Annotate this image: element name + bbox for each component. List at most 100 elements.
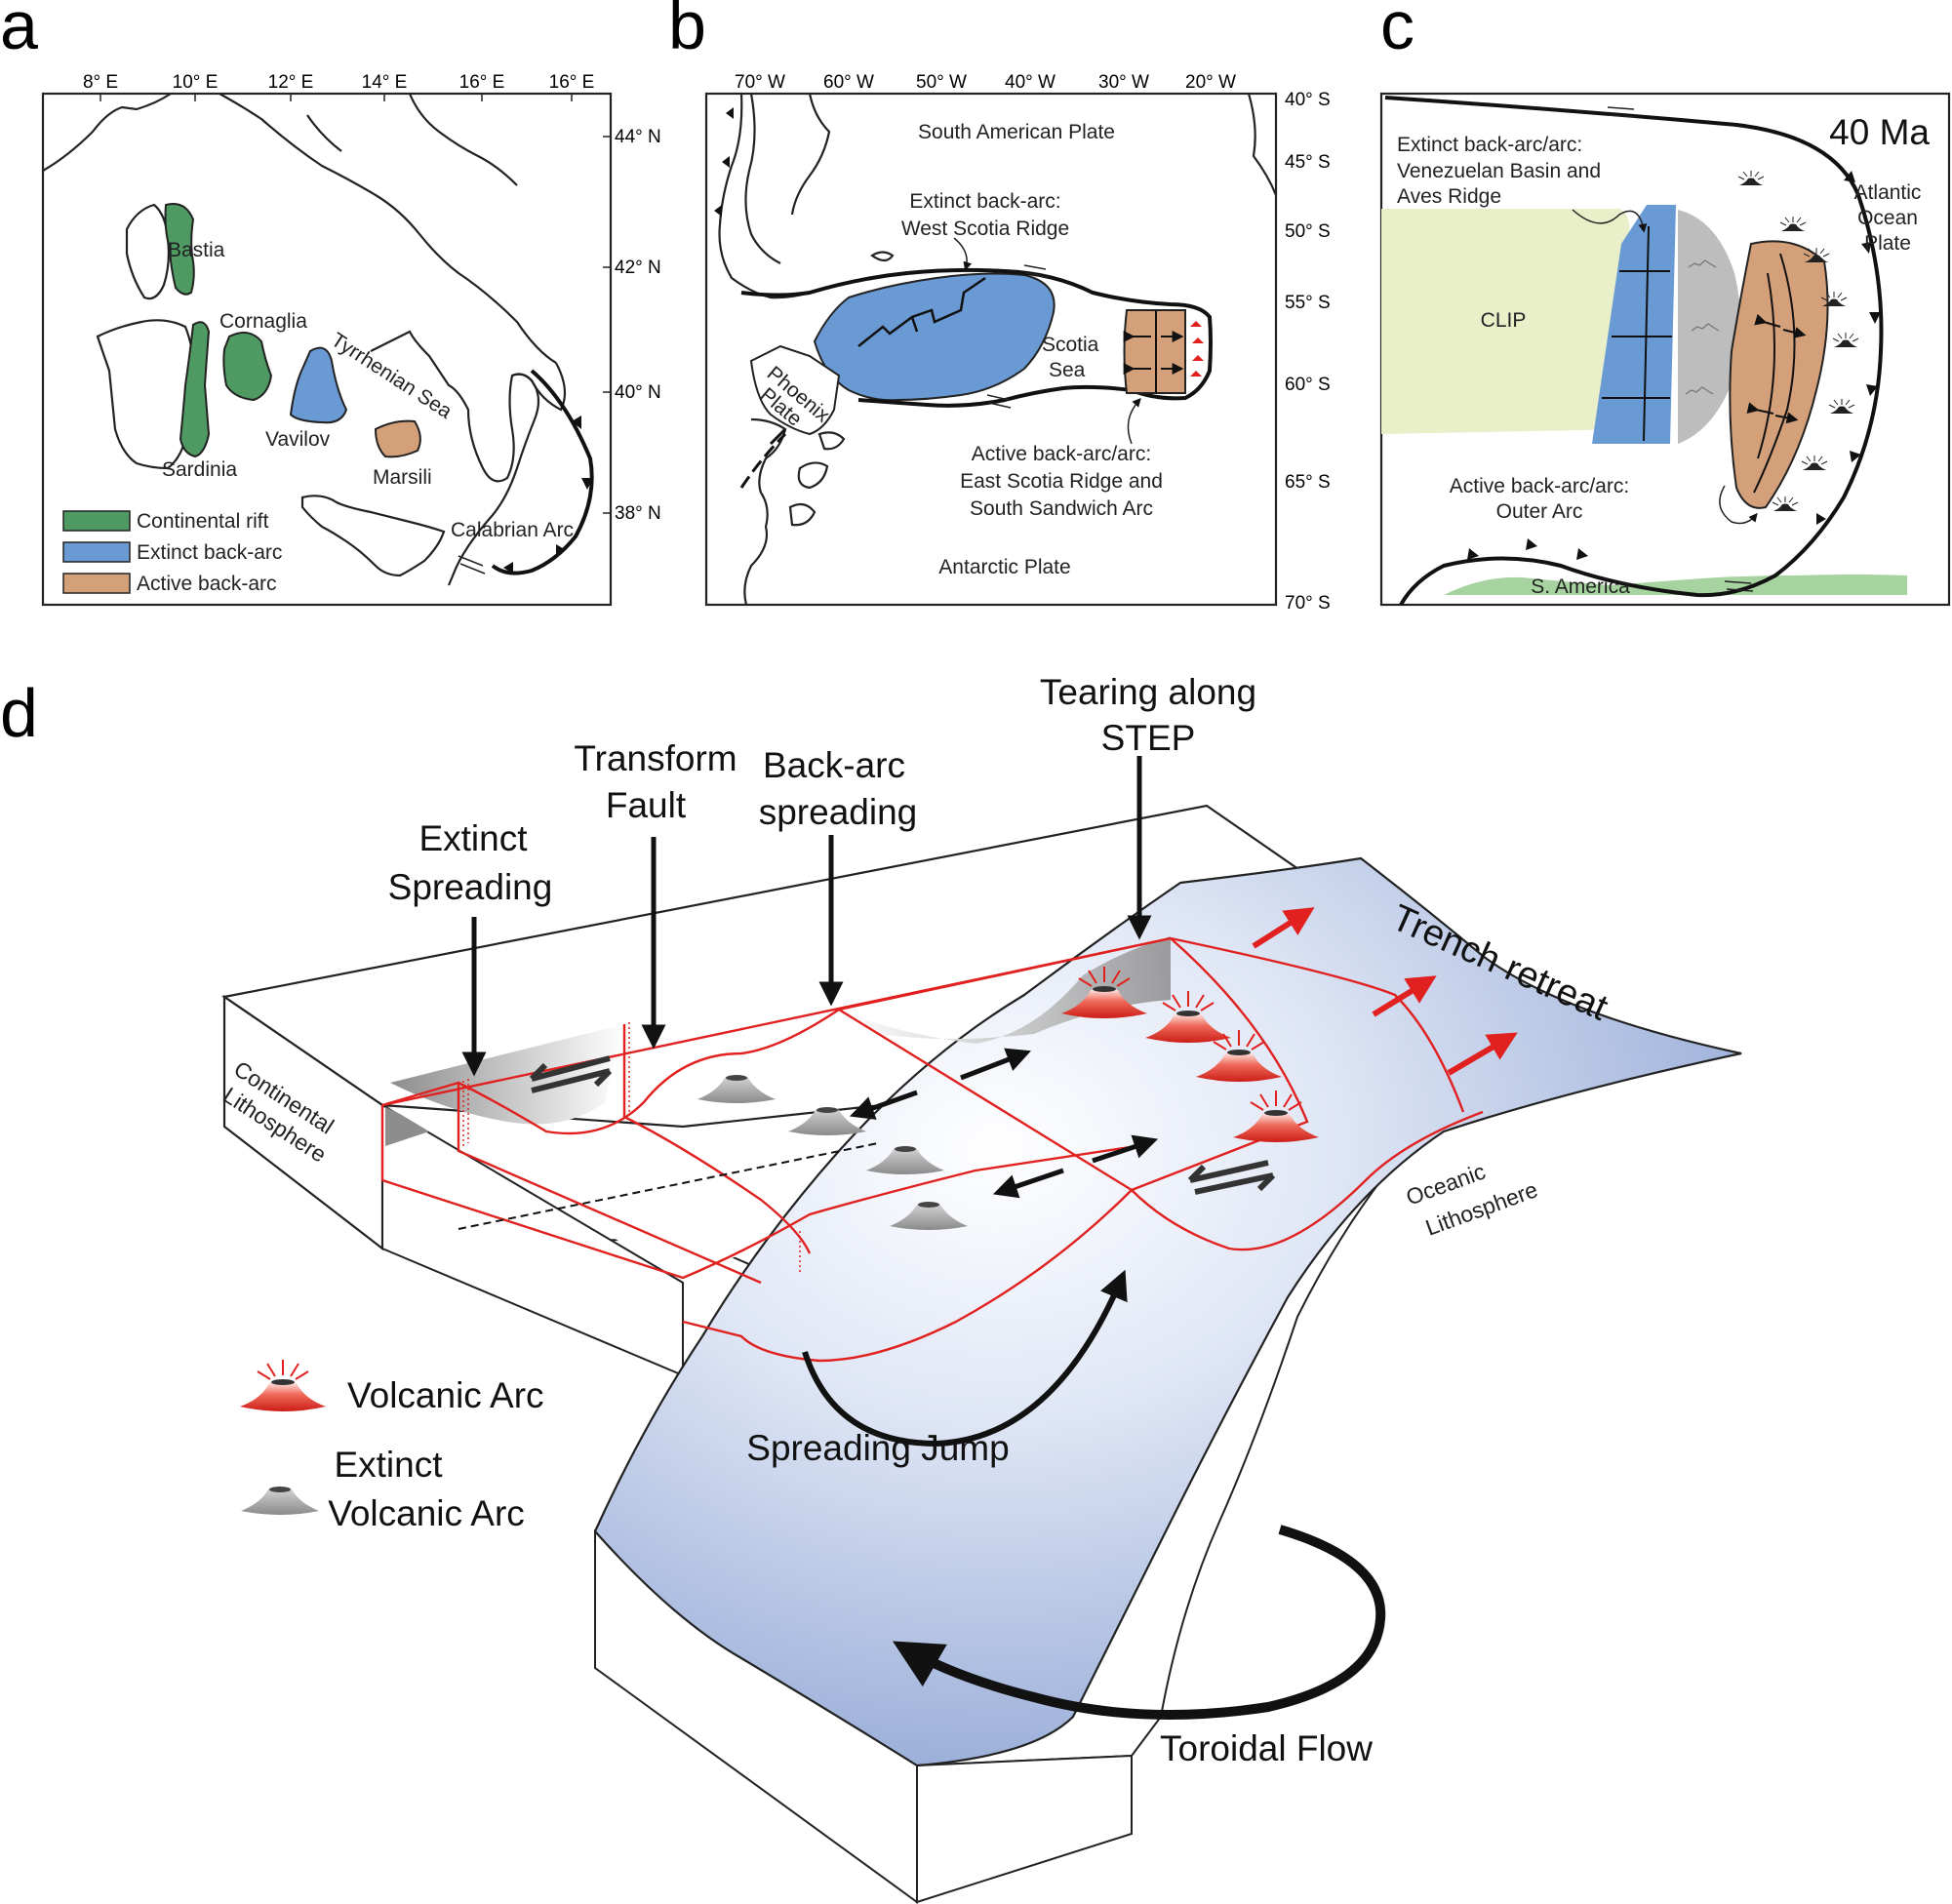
south-america-landmass	[1444, 575, 1907, 595]
legend-swatch-extinct	[62, 541, 131, 563]
panel-a: 8° E 10° E 12° E 14° E 16° E 16° E 44° N…	[41, 72, 661, 607]
label-venezuelan-basin: Venezuelan Basin and	[1397, 160, 1601, 182]
label-calabrian-arc: Calabrian Arc	[451, 519, 574, 541]
label-extinct-backarc: Extinct back-arc:	[909, 190, 1060, 213]
andean-trench	[714, 107, 734, 217]
label-ocean: Ocean	[1857, 207, 1918, 229]
vavilov-backarc	[289, 346, 348, 424]
step-red-lines	[380, 936, 1484, 1363]
step-fault-fade	[390, 1024, 624, 1125]
legend-label: Continental rift	[137, 510, 269, 533]
legend-label: Active back-arc	[137, 573, 277, 595]
label-antarctic-plate: Antarctic Plate	[938, 556, 1070, 578]
sardinia-rift	[179, 321, 211, 458]
label-toroidal-flow: Toroidal Flow	[1160, 1728, 1373, 1768]
panel-c: 40 Ma Extinct back-arc/arc: Venezuelan B…	[1379, 92, 1951, 607]
label-tearing-along: Tearing along	[1040, 672, 1256, 712]
label-aves-ridge: Aves Ridge	[1397, 185, 1501, 208]
lon-tick: 60° W	[823, 72, 874, 93]
hidden-edge	[458, 1142, 879, 1230]
panel-letter-d: d	[0, 675, 38, 751]
legend-extinct-volcanic-arc: Volcanic Arc	[328, 1493, 525, 1533]
trench-retreat-arrows	[1252, 907, 1518, 1076]
trench-teeth	[503, 416, 593, 574]
lat-tick: 38° N	[615, 503, 661, 524]
legend-label: Extinct back-arc	[137, 541, 282, 564]
lat-tick: 65° S	[1285, 472, 1331, 493]
ridge-segments	[857, 276, 986, 347]
lon-tick: 14° E	[362, 72, 408, 93]
panel-letter-c: c	[1380, 0, 1414, 63]
lat-tick: 40° N	[615, 382, 661, 403]
lon-tick: 70° W	[735, 72, 785, 93]
lat-tick: 55° S	[1285, 293, 1331, 313]
panel-letter-b: b	[668, 0, 706, 63]
label-east-scotia: East Scotia Ridge and	[960, 470, 1163, 493]
lon-tick: 16° E	[459, 72, 505, 93]
lat-tick: 44° N	[615, 127, 661, 147]
panel-a-coastlines	[42, 93, 567, 586]
panel-letter-a: a	[0, 0, 38, 63]
calabrian-trench	[491, 369, 594, 575]
label-atlantic: Atlantic	[1854, 181, 1922, 204]
label-scotia: Scotia	[1042, 334, 1099, 356]
label-s-america: S. America	[1531, 575, 1630, 598]
panel-b-lat-ticks: 40° S 45° S 50° S 55° S 60° S 65° S 70° …	[1285, 90, 1331, 614]
lon-tick: 20° W	[1185, 72, 1236, 93]
panel-b-lon-ticks: 70° W 60° W 50° W 40° W 30° W 20° W	[735, 72, 1236, 93]
label-active-backarc-arc: Active back-arc/arc:	[1450, 475, 1629, 497]
east-scotia-ridge	[1123, 309, 1186, 394]
subduction-teeth	[1467, 171, 1881, 560]
lon-tick: 30° W	[1098, 72, 1149, 93]
sandwich-arc-volcanoes	[1190, 321, 1204, 377]
label-fault: Fault	[606, 785, 687, 825]
label-marsili: Marsili	[373, 466, 432, 489]
label-step: STEP	[1101, 718, 1196, 758]
toroidal-flow-arrow	[893, 1525, 1386, 1720]
label-spreading: spreading	[759, 792, 918, 832]
lat-tick: 42° N	[615, 258, 661, 278]
label-sardinia: Sardinia	[162, 458, 237, 481]
label-cornaglia: Cornaglia	[219, 310, 307, 333]
label-transform: Transform	[574, 738, 737, 778]
west-scotia-ridge	[813, 272, 1056, 402]
label-spreading-jump: Spreading Jump	[746, 1428, 1009, 1468]
lat-tick: 50° S	[1285, 221, 1331, 242]
clip-province	[1381, 209, 1630, 434]
volcanic-arc-icon	[239, 1359, 327, 1412]
scotia-plate-boundary	[740, 267, 1213, 408]
label-plate: Plate	[1864, 232, 1911, 255]
spreading-jump-arrow	[802, 1269, 1128, 1448]
label-extinct-backarc-arc: Extinct back-arc/arc:	[1397, 134, 1582, 156]
cornaglia-rift	[222, 332, 273, 402]
panel-a-lat-ticks: 44° N 42° N 40° N 38° N	[603, 127, 661, 524]
venezuelan-basin	[1592, 205, 1676, 444]
label-pointer-arrows	[461, 756, 1152, 1077]
panel-b: 70° W 60° W 50° W 40° W 30° W 20° W 40° …	[704, 72, 1331, 614]
lon-tick: 40° W	[1005, 72, 1056, 93]
panel-a-lon-ticks: 8° E 10° E 12° E 14° E 16° E 16° E	[83, 72, 594, 101]
label-west-scotia-ridge: West Scotia Ridge	[901, 218, 1069, 240]
strike-slip-arrows	[529, 1055, 1276, 1195]
lon-tick: 50° W	[916, 72, 967, 93]
lat-tick: 40° S	[1285, 90, 1331, 110]
label-back-arc: Back-arc	[763, 745, 905, 785]
legend-extinct: Extinct	[334, 1445, 443, 1485]
lon-tick: 12° E	[268, 72, 314, 93]
caribbean-plate-boundary	[1384, 96, 1884, 606]
label-sea: Sea	[1049, 359, 1086, 381]
panel-d: Tearing along STEP Transform Fault Back-…	[219, 672, 1742, 1904]
legend-volcanic-arc: Volcanic Arc	[347, 1375, 544, 1415]
label-outer-arc: Outer Arc	[1496, 500, 1583, 523]
label-south-sandwich: South Sandwich Arc	[970, 497, 1153, 520]
legend-swatch-rift	[62, 510, 131, 532]
lat-tick: 60° S	[1285, 375, 1331, 395]
lon-tick: 16° E	[549, 72, 595, 93]
panel-a-legend: Continental rift Extinct back-arc Active…	[62, 510, 282, 595]
aves-ridge	[1678, 210, 1741, 444]
marsili-backarc	[374, 419, 421, 458]
phoenix-plate	[749, 344, 841, 436]
panel-d-legend: Volcanic Arc Extinct Volcanic Arc	[239, 1359, 544, 1533]
lon-tick: 10° E	[173, 72, 219, 93]
